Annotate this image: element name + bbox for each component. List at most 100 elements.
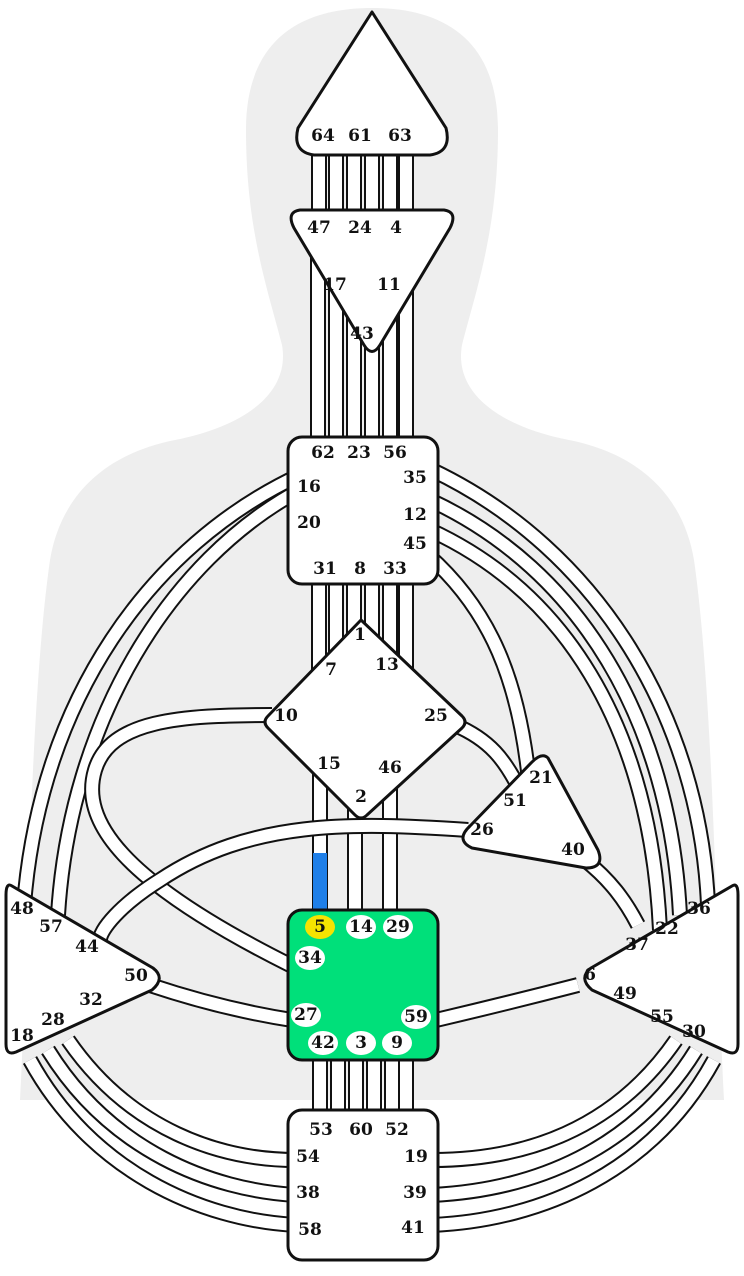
gate-31: 31 <box>313 559 337 579</box>
gate-16: 16 <box>297 477 321 497</box>
gate-17: 17 <box>323 275 347 295</box>
spleen-center <box>4 883 161 1055</box>
gate-21: 21 <box>529 768 553 788</box>
throat-center <box>286 435 440 586</box>
gate-25: 25 <box>424 706 448 726</box>
channel-59-6 <box>434 977 581 1028</box>
gate-62: 62 <box>311 443 335 463</box>
channel-49-19 <box>431 1035 683 1168</box>
gate-5-marker <box>305 915 335 939</box>
ajna-center <box>289 208 455 353</box>
gate-44: 44 <box>75 937 99 957</box>
channel-32-54 <box>61 1035 297 1168</box>
gate-50: 50 <box>124 966 148 986</box>
g-center <box>263 618 467 820</box>
gate-29: 29 <box>386 917 410 937</box>
channel-16-48 <box>16 467 304 906</box>
gate-35: 35 <box>403 468 427 488</box>
gate-3-marker <box>346 1031 376 1055</box>
channels <box>16 140 722 1233</box>
gate-53: 53 <box>309 1120 333 1140</box>
gate-56: 56 <box>383 443 407 463</box>
gate-2: 2 <box>355 787 367 807</box>
gate-15: 15 <box>317 754 341 774</box>
gate-29-marker <box>383 915 413 939</box>
gate-61: 61 <box>348 126 372 146</box>
channel-35-36 <box>428 462 716 906</box>
root-center <box>286 1108 440 1262</box>
gate-26: 26 <box>470 820 494 840</box>
gate-13: 13 <box>375 655 399 675</box>
gate-55: 55 <box>650 1007 674 1027</box>
gate-11: 11 <box>377 275 401 295</box>
gate-30: 30 <box>682 1022 706 1042</box>
gate-47: 47 <box>307 218 331 238</box>
gate-12: 12 <box>403 505 427 525</box>
gate-9: 9 <box>391 1033 403 1053</box>
gate-36: 36 <box>687 899 711 919</box>
gate-59: 59 <box>404 1007 428 1027</box>
channel-28-38 <box>41 1045 297 1203</box>
gate-49: 49 <box>613 984 637 1004</box>
gate-41: 41 <box>401 1218 425 1238</box>
gate-64: 64 <box>311 126 335 146</box>
gate-6: 6 <box>584 965 596 985</box>
gate-10: 10 <box>274 706 298 726</box>
solar-plexus-center <box>583 883 740 1055</box>
channel-12-22 <box>426 492 688 916</box>
gate-27-marker <box>291 1003 321 1027</box>
channel-26-44 <box>92 817 469 942</box>
gate-14: 14 <box>349 917 373 937</box>
sacral-center <box>286 908 440 1062</box>
gate-57: 57 <box>39 917 63 937</box>
gate-8: 8 <box>354 559 366 579</box>
gate-18: 18 <box>10 1026 34 1046</box>
gate-48: 48 <box>10 899 34 919</box>
channel-activation-5 <box>313 853 327 913</box>
gate-52: 52 <box>385 1120 409 1140</box>
channel-20-57 <box>50 482 304 916</box>
gate-58: 58 <box>298 1220 322 1240</box>
gate-46: 46 <box>378 758 402 778</box>
gate-43: 43 <box>350 324 374 344</box>
channel-45-21 <box>426 522 668 931</box>
ego-center <box>461 754 602 870</box>
channel-45-21b <box>422 549 538 791</box>
gate-45: 45 <box>403 534 427 554</box>
channel-30-41 <box>431 1056 722 1233</box>
gate-59-marker <box>401 1005 431 1029</box>
gate-4: 4 <box>390 218 402 238</box>
gate-38: 38 <box>296 1183 320 1203</box>
gate-39: 39 <box>403 1183 427 1203</box>
gate-9-marker <box>382 1031 412 1055</box>
gate-22: 22 <box>655 919 679 939</box>
gate-28: 28 <box>41 1010 65 1030</box>
gate-19: 19 <box>404 1147 428 1167</box>
gate-27: 27 <box>294 1005 318 1025</box>
gate-37: 37 <box>625 935 649 955</box>
channel-50-27 <box>147 977 294 1028</box>
gate-3: 3 <box>355 1033 367 1053</box>
gate-20: 20 <box>297 513 321 533</box>
gate-33: 33 <box>383 559 407 579</box>
gate-60: 60 <box>349 1120 373 1140</box>
gate-42: 42 <box>311 1033 335 1053</box>
gate-34-marker <box>295 946 325 970</box>
gate-34: 34 <box>298 948 322 968</box>
gate-40: 40 <box>561 840 585 860</box>
channel-18-58 <box>22 1056 297 1233</box>
gate-51: 51 <box>503 791 527 811</box>
gate-54: 54 <box>296 1147 320 1167</box>
gate-24: 24 <box>348 218 372 238</box>
gate-32: 32 <box>79 990 103 1010</box>
gate-7: 7 <box>325 660 337 680</box>
gate-42-marker <box>308 1031 338 1055</box>
gate-23: 23 <box>347 443 371 463</box>
gate-14-marker <box>346 915 376 939</box>
channel-55-39 <box>431 1045 703 1203</box>
gate-5: 5 <box>314 917 326 937</box>
gate-63: 63 <box>388 126 412 146</box>
head-center <box>295 10 449 157</box>
